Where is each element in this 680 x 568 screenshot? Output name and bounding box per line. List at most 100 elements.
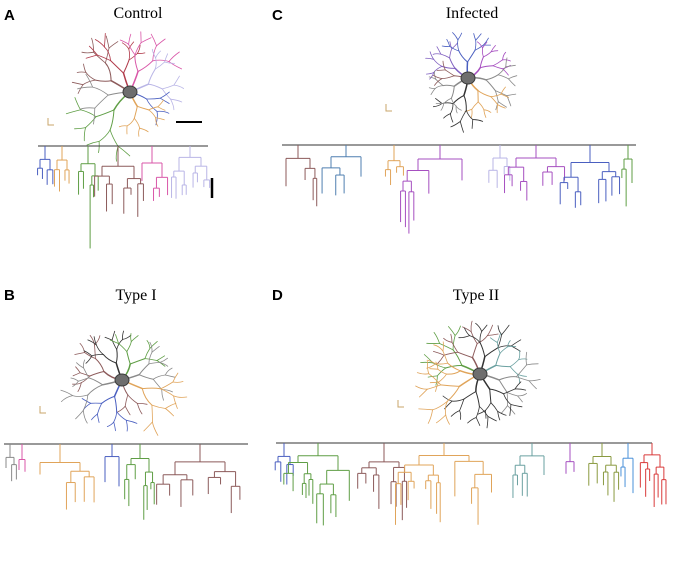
dendrite-segment [147,68,156,85]
dendrite-segment [172,372,179,383]
dendrite-segment [133,105,138,119]
dendrite-segment [65,109,81,115]
dendrite-segment [497,325,503,335]
dendrite-segment [151,404,166,409]
dendrite-segment [425,57,435,60]
dendrite-segment [471,101,479,110]
dendrite-segment [470,320,473,333]
dendrite-segment [490,45,496,53]
dendrite-segment [148,351,153,365]
dendrogram-branch [54,146,70,192]
dendrite-segment [141,387,162,390]
dendrite-segment [164,374,176,378]
dendrite-segment [72,380,79,387]
dendrite-segment [455,105,458,114]
dendrite-segment [503,388,516,395]
dendrite-segment [436,354,445,366]
dendrite-segment [436,414,447,424]
dendrite-segment [434,85,444,89]
dendrite-segment [87,384,104,396]
dendrite-segment [497,104,506,109]
panel-title-a: Control [114,5,163,22]
dendrite-segment [450,103,454,114]
dendrite-segment [479,331,483,344]
dendrite-segment [416,372,430,375]
dendrite-segment [436,69,446,71]
dendrite-segment [173,75,180,86]
dendrite-segment [80,109,97,118]
dendrite-segment [459,398,465,411]
dendrite-segment [83,350,93,357]
dendrite-segment [96,54,111,61]
dendrogram-branch [124,444,155,520]
panel-label-c: C [272,7,283,24]
dendrite-segment [502,59,511,62]
dendrite-segment [72,394,89,397]
dendrite-segment [502,51,507,61]
panel-d: D Type II [272,287,667,526]
dendrite-segment [98,141,100,153]
dendrite-segment [445,414,450,425]
dendrite-segment [445,364,463,369]
dendrite-segment [91,413,98,421]
dendrite-segment [492,59,503,67]
panel-title-b: Type I [115,287,156,304]
orientation-marker [47,118,54,126]
dendrite-segment [452,32,459,41]
dendrite-segment [122,330,124,340]
dendrogram-branch [588,443,620,502]
dendrite-segment [137,403,143,415]
dendrite-segment [440,102,445,111]
dendrite-segment [483,51,492,58]
dendrite-segment [87,339,97,346]
dendrite-arbor [420,325,481,386]
dendrite-segment [82,79,96,86]
dendrite-segment [435,381,439,392]
dendrite-segment [496,342,501,354]
dendrite-segment [444,69,455,77]
dendrite-arbor [119,31,182,93]
dendrite-segment [507,405,516,415]
dendrite-segment [429,72,435,80]
dendrite-segment [129,358,146,365]
dendrite-segment [490,96,498,105]
dendrite-segment [159,357,168,363]
dendrite-segment [475,33,482,41]
dendrite-segment [448,326,456,336]
dendrite-segment [72,372,81,377]
dendrite-segment [455,105,462,111]
dendrite-segment [94,358,105,372]
dendrite-segment [141,388,153,406]
dendrite-segment [157,99,164,108]
dendrite-segment [150,33,157,47]
dendrite-segment [160,381,174,390]
dendrite-segment [495,101,499,111]
dendrogram-type-i [4,443,248,520]
dendrite-segment [88,377,104,386]
dendrite-segment [452,349,463,366]
dendrite-segment [447,362,461,372]
dendrite-segment [470,108,473,119]
dendrite-segment [509,359,520,367]
dendrite-segment [497,101,507,108]
dendrite-segment [81,51,94,54]
dendrite-segment [467,49,476,63]
dendrite-segment [98,129,111,142]
dendrite-segment [144,358,158,361]
neuron-morphology-infected [385,32,518,133]
dendrogram-branch [384,145,404,186]
dendrite-segment [162,88,171,100]
dendrite-segment [60,389,73,396]
dendrite-segment [126,351,131,365]
dendrogram-branch [171,146,211,199]
dendrite-segment [121,42,130,50]
dendrite-segment [151,48,156,59]
dendrite-segment [505,57,508,67]
dendrite-segment [173,84,184,89]
dendrite-segment [96,344,104,355]
dendrite-segment [505,64,516,67]
dendrite-segment [115,334,119,344]
dendrite-segment [156,355,165,361]
dendrite-segment [490,50,499,53]
dendrite-segment [459,121,464,133]
